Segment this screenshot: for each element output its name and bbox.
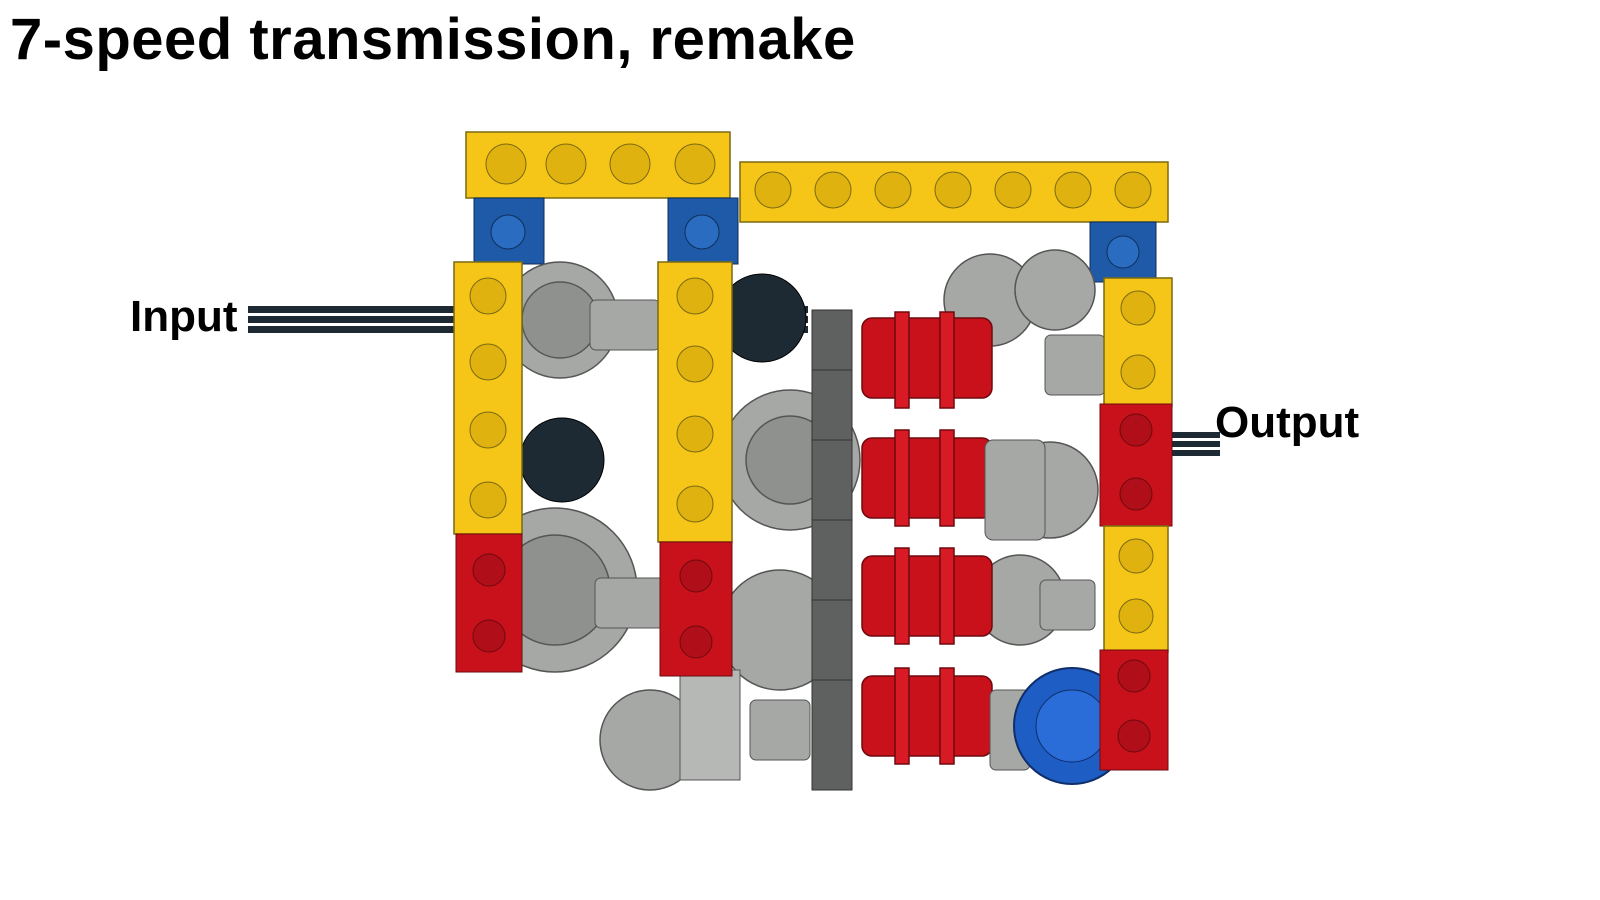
blue-bricks [473, 197, 1157, 283]
red-clutches [861, 311, 993, 765]
output-label: Output [1215, 398, 1360, 447]
dark-gear-stack [811, 309, 853, 791]
black-gears [519, 273, 807, 503]
middle-yellow-beam [657, 261, 733, 677]
right-beam [1099, 277, 1173, 771]
page-title: 7-speed transmission, remake [10, 7, 856, 72]
top-beam-right [739, 161, 1169, 223]
top-beam-left [465, 131, 731, 199]
left-yellow-beam [453, 261, 523, 673]
input-label: Input [130, 292, 238, 341]
bushings [589, 299, 1106, 781]
